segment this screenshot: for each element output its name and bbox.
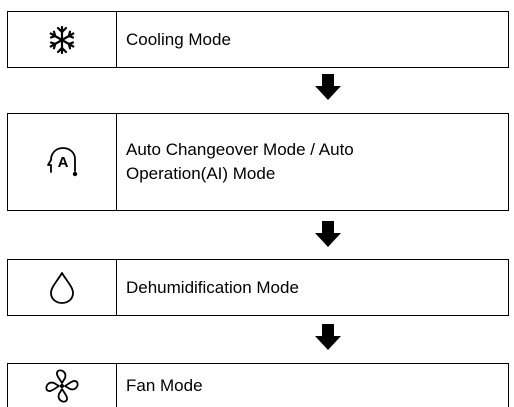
icon-cell: A — [8, 114, 117, 210]
fan-icon — [45, 369, 79, 402]
mode-row-dehumidification: Dehumidification Mode — [7, 259, 509, 316]
mode-row-cooling: Cooling Mode — [7, 11, 509, 68]
mode-label-cooling: Cooling Mode — [126, 29, 231, 49]
down-arrow-icon — [315, 324, 341, 350]
snowflake-icon — [49, 25, 75, 54]
mode-label-dehumidification: Dehumidification Mode — [126, 277, 299, 297]
icon-cell — [8, 260, 117, 315]
down-arrow-icon — [315, 74, 341, 100]
icon-cell — [8, 12, 117, 67]
mode-label-auto: Auto Changeover Mode / Auto Operation(AI… — [126, 140, 354, 183]
down-arrow-icon — [315, 221, 341, 247]
mode-row-fan: Fan Mode — [7, 363, 509, 407]
mode-label-fan: Fan Mode — [126, 375, 203, 395]
auto-a-icon: A — [47, 147, 78, 177]
icon-cell — [8, 364, 117, 407]
svg-text:A: A — [58, 154, 69, 171]
mode-row-auto: A Auto Changeover Mode / Auto Operation(… — [7, 113, 509, 211]
water-drop-icon — [50, 271, 74, 304]
